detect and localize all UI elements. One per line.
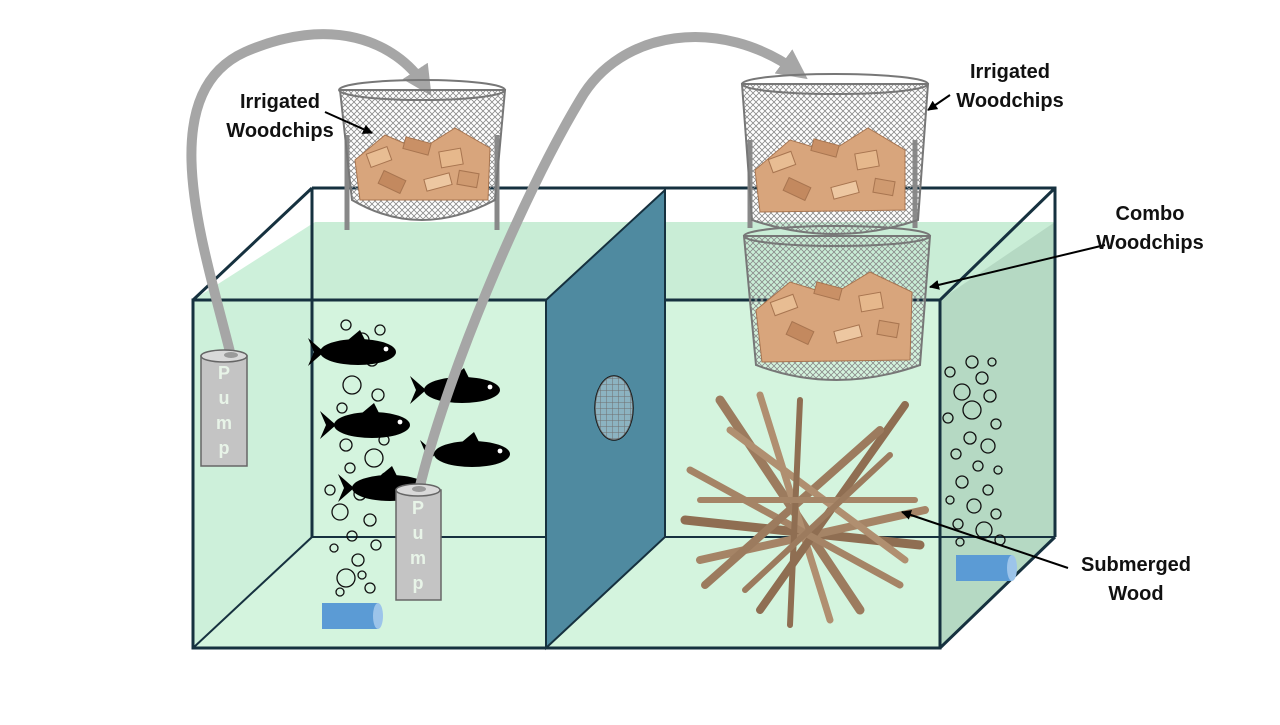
bubbles-right (942, 355, 1006, 547)
basket-irrigated-left (338, 79, 507, 230)
label-submerged-line2: Wood (1108, 583, 1164, 605)
pump-letter: P (217, 363, 230, 383)
woodchips-left (354, 127, 491, 201)
label-combo-line1: Combo (1115, 203, 1185, 225)
pump-center (395, 483, 442, 601)
pump-letter: u (412, 523, 424, 543)
label-pointers (324, 94, 1106, 569)
basket-irrigated-right (740, 73, 930, 235)
label-irrigated-left-line2: Woodchips (226, 120, 334, 142)
fish-1 (308, 330, 396, 366)
label-irrigated-left: Irrigated Woodchips (210, 88, 350, 146)
submerged-wood-sticks (680, 391, 929, 628)
label-combo: Combo Woodchips (1080, 200, 1220, 258)
woodchips-combo (755, 271, 913, 363)
pipe-center (414, 32, 808, 495)
tank-right-wall (940, 222, 1055, 648)
label-irrigated-right-line2: Woodchips (956, 90, 1064, 112)
airstone-left (322, 603, 383, 629)
pump-letter: m (409, 548, 426, 568)
pump-left (200, 349, 248, 467)
woodchips-right-top (754, 127, 906, 213)
basket-combo (742, 225, 932, 381)
label-submerged-line1: Submerged (1080, 554, 1192, 576)
label-irrigated-left-line1: Irrigated (239, 91, 321, 113)
pipe-left (186, 29, 432, 361)
label-combo-line2: Woodchips (1096, 232, 1204, 254)
label-submerged: Submerged Wood (1066, 551, 1206, 609)
label-irrigated-right-line1: Irrigated (969, 61, 1051, 83)
pump-letter: p (218, 438, 230, 458)
fish-3 (320, 403, 410, 439)
pump-letter: p (412, 573, 424, 593)
pump-letter: P (411, 498, 424, 518)
pump-letter: m (215, 413, 232, 433)
airstone-right (956, 555, 1017, 581)
pump-letter: u (218, 388, 230, 408)
divider-mesh-screen (594, 375, 634, 441)
label-irrigated-right: Irrigated Woodchips (940, 58, 1080, 116)
